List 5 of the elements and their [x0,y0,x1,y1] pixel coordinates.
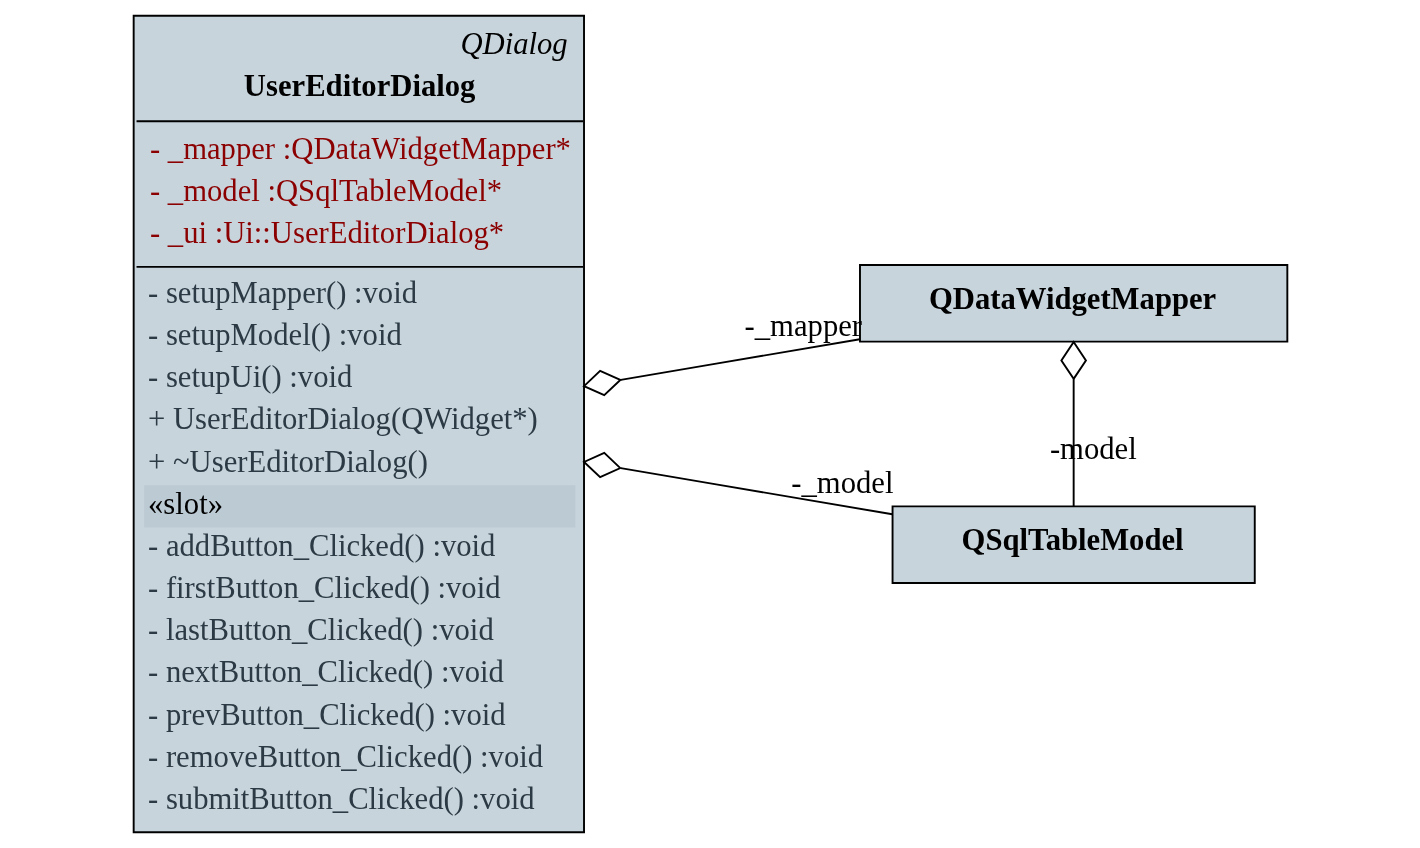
connector [1059,340,1087,507]
connector [581,451,893,516]
connector [581,338,861,397]
edge-label: -_model [790,466,893,501]
node-box: QSqlTableModel [891,505,1256,584]
